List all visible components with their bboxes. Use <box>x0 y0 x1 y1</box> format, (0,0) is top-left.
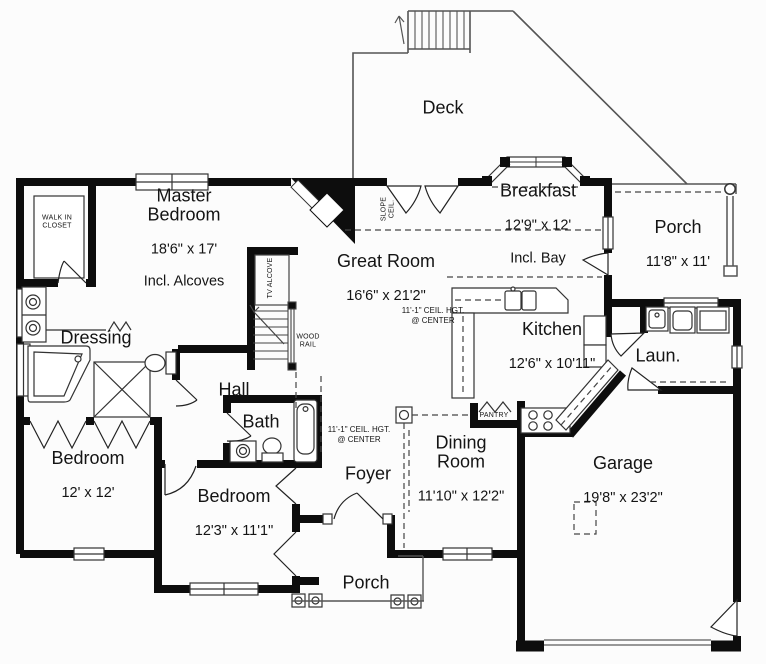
shower <box>93 361 151 418</box>
garage-door <box>516 639 741 652</box>
garage-attic-access <box>573 501 597 535</box>
dryer <box>696 306 730 334</box>
doors <box>29 185 738 637</box>
basement-stairs <box>249 254 297 371</box>
windows <box>16 173 743 596</box>
label-tv-alcove: TV ALCOVE <box>266 257 274 299</box>
deck-outline <box>352 10 688 185</box>
porch-door <box>581 252 609 277</box>
label-wood-rail: WOOD RAIL <box>296 333 320 349</box>
room-label-bath: Bath <box>242 411 280 432</box>
room-label-kitchen: Kitchen 12'6" x 10'11" <box>508 318 596 373</box>
room-label-bedroom-left: Bedroom 12' x 12' <box>51 447 125 502</box>
room-label-great-room: Great Room 16'6" x 21'2" <box>336 250 436 305</box>
ceiling-note-great-room: 11'-1" CEIL. HGT. @ CENTER <box>401 306 465 325</box>
wood-rail-line <box>290 307 295 368</box>
kitchen-island <box>451 286 569 314</box>
room-label-laundry: Laun. <box>635 345 681 366</box>
dining-column <box>395 406 413 424</box>
kitchen-cabinet-run <box>451 312 475 399</box>
toilet-master <box>144 351 177 375</box>
closet-lines <box>33 195 132 333</box>
washer <box>669 306 696 334</box>
dressing-door <box>175 379 198 407</box>
corner-fireplace <box>290 178 355 244</box>
room-label-breakfast: Breakfast 12'9" x 12' Incl. Bay <box>499 180 577 267</box>
room-label-foyer: Foyer <box>344 463 392 484</box>
pantry-shelf <box>478 401 512 413</box>
label-pantry: PANTRY <box>479 411 509 419</box>
bedroom-front-door <box>164 464 197 496</box>
room-label-dining: Dining Room 11'10" x 12'2" <box>417 432 505 505</box>
front-door <box>333 492 384 520</box>
ceiling-note-foyer: 11'-1" CEIL. HGT. @ CENTER <box>327 425 391 444</box>
garage-entry-door <box>627 367 663 391</box>
room-label-master: Master Bedroom 18'6" x 17' Incl. Alcoves <box>143 185 225 290</box>
rear-porch-outline <box>612 183 738 277</box>
deck-door <box>385 185 460 214</box>
master-top-window <box>135 173 209 191</box>
room-label-garage: Garage 19'8" x 23'2" <box>583 452 663 507</box>
label-walk-in-closet: WALK IN CLOSET <box>42 214 72 230</box>
bifold-doors-bedroom-left <box>29 419 151 450</box>
laundry-sink <box>645 306 669 332</box>
bedroom-front-window <box>189 582 259 596</box>
closet-door <box>57 260 87 284</box>
dressing-opening <box>107 320 132 333</box>
room-label-dressing: Dressing <box>60 327 132 348</box>
room-label-hall: Hall <box>218 379 250 400</box>
fixtures <box>21 286 730 609</box>
bedroom-left-window <box>73 547 105 561</box>
double-vanity <box>21 286 47 343</box>
refrigerator-counter <box>583 315 607 368</box>
dashed-lines <box>295 186 728 548</box>
laundry-door <box>610 332 646 357</box>
room-label-bedroom-front: Bedroom 12'3" x 11'1" <box>194 485 274 540</box>
corner-tub <box>27 345 91 403</box>
garage-service-door <box>710 598 738 637</box>
laundry-window <box>731 345 743 369</box>
room-label-porch-rear: Porch 11'8" x 11' <box>645 216 711 271</box>
bifold-doors-bedroom-front <box>273 467 297 577</box>
dining-window <box>442 547 493 561</box>
interior-walls <box>24 182 525 593</box>
label-slope-ceil: SLOPE CEIL. <box>380 196 396 222</box>
room-label-porch-front: Porch <box>342 572 390 593</box>
front-porch-outline <box>292 555 424 602</box>
bath-fixtures <box>229 399 318 463</box>
bath-door <box>226 412 252 442</box>
front-door-sidelights <box>322 513 393 525</box>
breakfast-side-window <box>602 216 614 250</box>
bay-window <box>482 156 590 186</box>
room-label-deck: Deck <box>422 97 464 118</box>
